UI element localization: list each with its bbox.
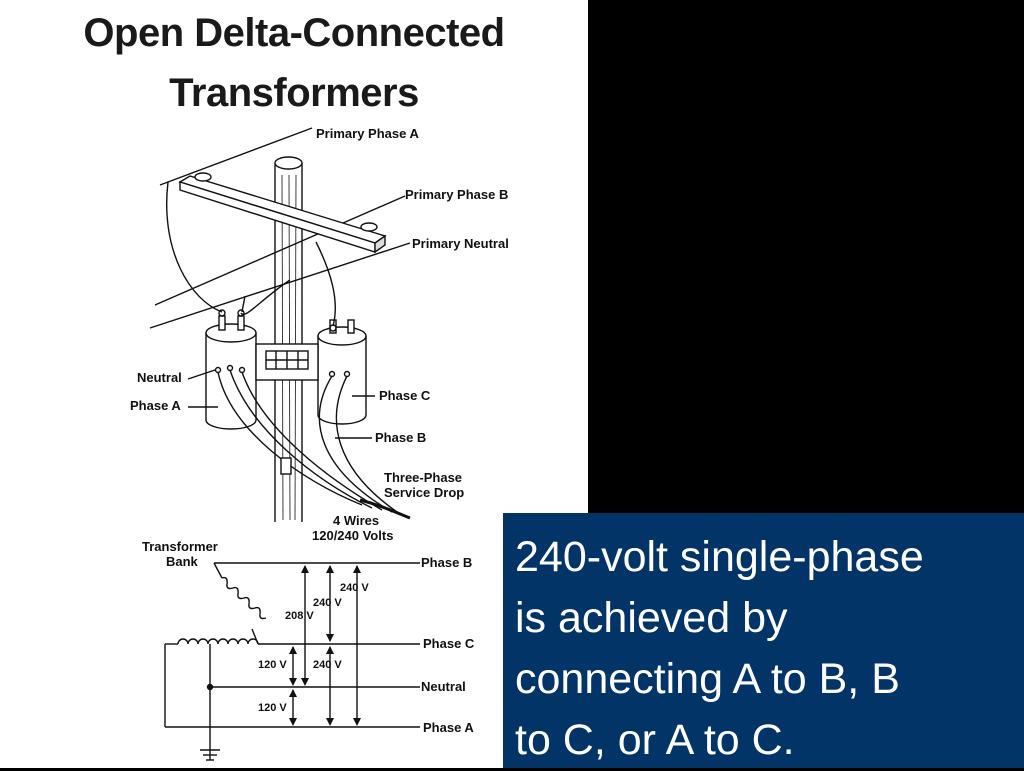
label-primary-phase-a: Primary Phase A <box>316 126 419 141</box>
caption-line-1: 240-volt single-phase <box>515 533 924 581</box>
label-primary-phase-b: Primary Phase B <box>405 187 508 202</box>
label-phase-b: Phase B <box>375 430 426 445</box>
label-240v-a-c: 240 V <box>313 659 342 671</box>
pole-clamp <box>280 457 292 475</box>
service-lead-2 <box>229 369 373 509</box>
service-lead-3 <box>241 371 383 511</box>
ground-icon <box>200 749 220 761</box>
transformer-illustration: Primary Phase A Primary Phase B Primary … <box>130 126 509 761</box>
schematic-diagram <box>164 562 420 761</box>
diagram-title-line-2: Transformers <box>169 71 419 115</box>
service-lead-5 <box>335 375 401 515</box>
label-240v-ac: 240 V <box>313 597 342 609</box>
label-phase-c: Phase C <box>379 388 431 403</box>
label-120v-upper: 120 V <box>258 659 287 671</box>
label-bus-neutral: Neutral <box>421 679 466 694</box>
label-240v-bc: 240 V <box>340 582 369 594</box>
coil-diagonal <box>221 576 267 620</box>
label-bus-phase-b: Phase B <box>421 555 472 570</box>
caption-line-4: to C, or A to C. <box>515 716 795 764</box>
mounting-bracket <box>255 343 319 381</box>
label-neutral: Neutral <box>137 370 182 385</box>
label-208v: 208 V <box>285 610 314 622</box>
label-bank: Bank <box>166 554 199 569</box>
label-transformer: Transformer <box>142 539 218 554</box>
primary-neutral-wire <box>149 242 411 329</box>
drop-lead-phase-b <box>315 241 336 327</box>
drop-lead-phase-a <box>166 181 223 313</box>
label-service-drop: Service Drop <box>384 485 464 500</box>
crossarm <box>178 172 387 254</box>
service-lead-1 <box>217 371 363 506</box>
jumper-lead <box>240 279 291 316</box>
coil-horizontal <box>177 638 259 645</box>
diagram-title-line-1: Open Delta-Connected <box>83 11 505 55</box>
primary-phase-b-wire <box>154 195 406 306</box>
caption-box: 240-volt single-phase is achieved by con… <box>503 513 1024 768</box>
label-bus-phase-a: Phase A <box>423 720 474 735</box>
label-three-phase: Three-Phase <box>384 470 462 485</box>
label-120-240-volts: 120/240 Volts <box>312 528 393 543</box>
service-drop-bundle <box>359 498 411 520</box>
drop-lead-neutral <box>241 295 246 313</box>
caption-line-3: connecting A to B, B <box>515 655 900 703</box>
label-bus-phase-c: Phase C <box>423 636 475 651</box>
caption-line-2: is achieved by <box>515 594 788 642</box>
transformer-right <box>317 319 367 425</box>
diagram-panel: Open Delta-Connected Transformers <box>0 0 588 768</box>
label-4-wires: 4 Wires <box>333 513 379 528</box>
label-primary-neutral: Primary Neutral <box>412 236 509 251</box>
label-phase-a: Phase A <box>130 398 181 413</box>
primary-phase-a-wire <box>159 127 313 186</box>
transformer-left <box>205 309 257 430</box>
label-120v-lower: 120 V <box>258 702 287 714</box>
service-lead-4 <box>318 375 393 513</box>
